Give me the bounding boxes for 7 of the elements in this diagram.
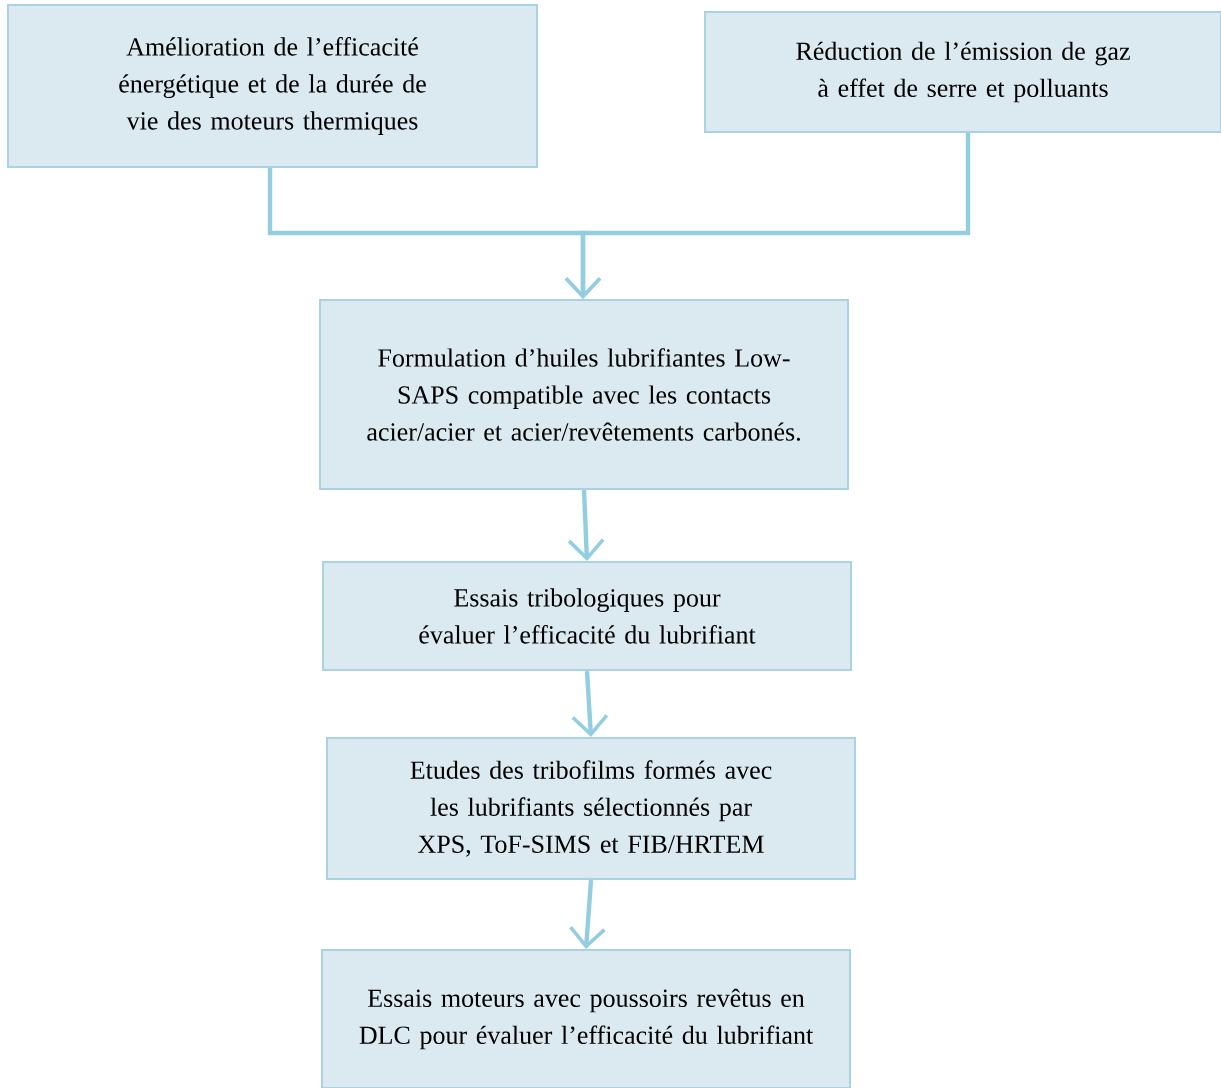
process-box: Essais moteurs avec poussoirs revêtus en DLC pour évaluer l’efficacité du lubrifiant: [321, 949, 851, 1088]
process-box: Essais tribologiques pour évaluer l’efficacité du lubrifiant: [322, 561, 852, 671]
process-box: Formulation d’huiles lubrifiantes Low-SAPS compatible avec les contacts acier/acier et acier/revêtements carbonés.: [319, 299, 849, 490]
process-box: Etudes des tribofilms formés avec les lubrifiants sélectionnés par XPS, ToF-SIMS et FIB/HRTEM: [326, 737, 856, 880]
arrow: [564, 133, 971, 299]
process-box: Réduction de l’émission de gaz à effet de serre et polluants: [704, 11, 1221, 133]
process-box: Amélioration de l’efficacité énergétique et de la durée de vie des moteurs thermiques: [7, 4, 538, 168]
